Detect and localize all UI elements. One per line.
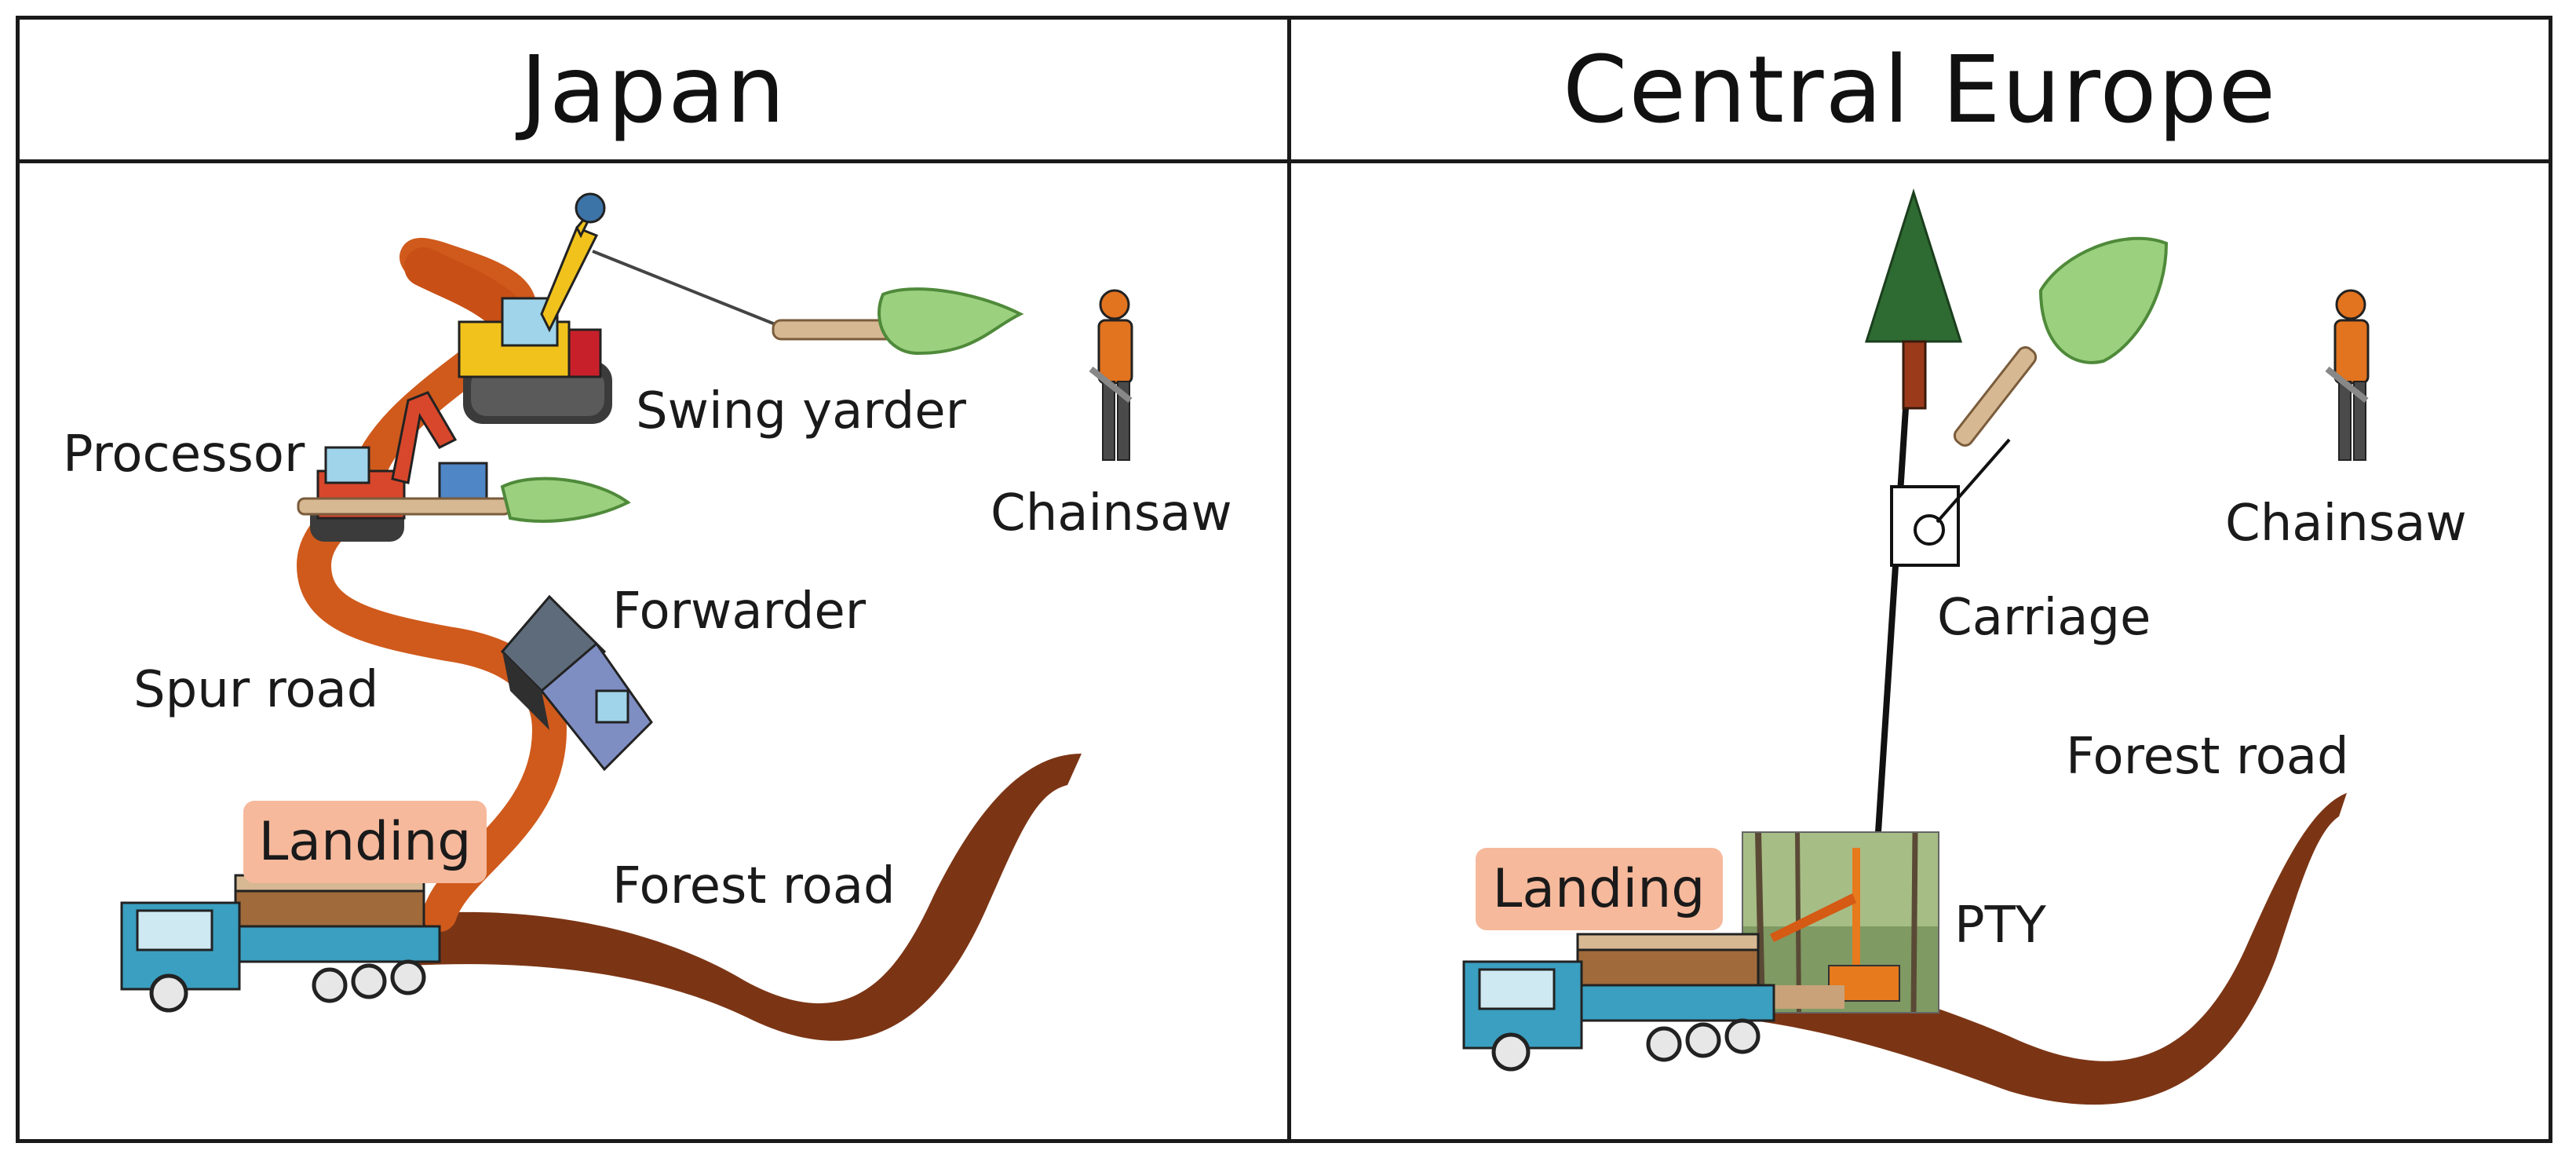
panel-title-japan: Japan (520, 35, 787, 144)
panel-divider (1287, 16, 1291, 1143)
log-truck-central-europe (1462, 933, 1775, 1072)
lifted-tree (1953, 236, 2169, 447)
chainsaw-worker-central-europe (2325, 289, 2370, 461)
forest-road-central-europe (1640, 793, 2347, 1105)
header-divider (16, 159, 2552, 163)
chainsaw-worker-japan (1089, 289, 1133, 461)
label-landing-central-europe: Landing (1493, 858, 1706, 920)
label-forwarder: Forwarder (612, 582, 867, 641)
figure-frame (16, 16, 2552, 1143)
yarded-tree (772, 287, 1024, 356)
swing-yarder-machine (458, 192, 786, 424)
label-processor: Processor (63, 425, 305, 484)
panel-title-central-europe: Central Europe (1562, 35, 2278, 144)
log-truck-japan (120, 874, 441, 1013)
skyline-cable (1875, 407, 1909, 833)
landing-highlight-central-europe (1476, 848, 1723, 930)
forwarder-machine (500, 594, 653, 772)
processor-machine (297, 391, 631, 542)
label-carriage: Carriage (1937, 589, 2151, 647)
label-forest-road-japan: Forest road (612, 857, 896, 915)
label-spur-road: Spur road (133, 661, 378, 719)
label-forest-road-central-europe: Forest road (2066, 728, 2349, 786)
label-pty: PTY (1954, 897, 2047, 955)
pty-photo (1742, 831, 1939, 1013)
spar-tree (1864, 188, 1963, 410)
label-chainsaw-japan: Chainsaw (991, 484, 1232, 542)
label-swing-yarder: Swing yarder (636, 382, 967, 440)
landing-highlight-japan (243, 801, 487, 883)
forest-road-japan (408, 754, 1082, 1041)
label-chainsaw-central-europe: Chainsaw (2225, 495, 2467, 553)
carriage-device (1890, 438, 2011, 567)
spur-road-japan (296, 238, 567, 932)
label-landing-japan: Landing (259, 811, 472, 873)
